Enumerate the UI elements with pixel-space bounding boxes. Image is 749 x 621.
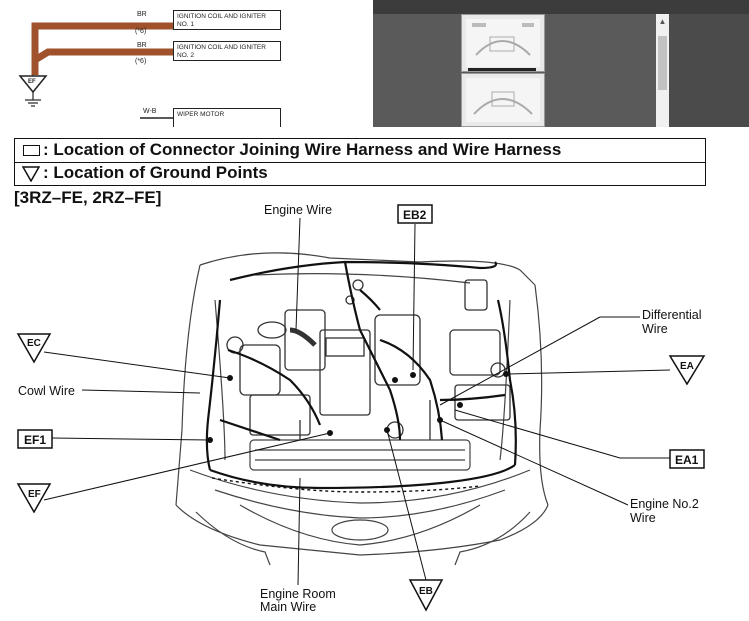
thumbnail-2-preview bbox=[466, 78, 540, 122]
ground-triangle-icon bbox=[22, 166, 40, 182]
connector-dots bbox=[207, 371, 509, 443]
label-differential-wire-line2: Wire bbox=[642, 322, 668, 336]
viewer-right-panel bbox=[669, 14, 749, 127]
wire-note-2: (*6) bbox=[135, 58, 147, 65]
wire-color-3: W-B bbox=[143, 108, 157, 115]
page-viewer-panel: ▲ bbox=[373, 0, 749, 127]
legend-row-connector: : Location of Connector Joining Wire Har… bbox=[15, 139, 705, 163]
ground-point-eb-text: EB bbox=[419, 586, 433, 597]
leader-lines bbox=[43, 217, 671, 586]
wiring-excerpt: EF BR (*6) IGNITION COIL AND IGNITER NO.… bbox=[0, 0, 373, 127]
connector-box-ignition-2: IGNITION COIL AND IGNITER NO. 2 bbox=[173, 41, 281, 61]
main-wire-dashed bbox=[211, 477, 481, 493]
label-engine-room-main-wire-line1: Engine Room bbox=[260, 587, 336, 601]
ground-point-ef-text: EF bbox=[28, 489, 41, 500]
legend-ground-text: : Location of Ground Points bbox=[43, 163, 268, 182]
wire-color-2: BR bbox=[137, 42, 147, 49]
ground-point-ec: EC bbox=[16, 333, 52, 364]
label-engine-wire: Engine Wire bbox=[264, 203, 332, 217]
label-differential-wire-line1: Differential bbox=[642, 308, 702, 322]
page-thumbnail-1[interactable] bbox=[461, 14, 545, 72]
label-engine-no2-wire-line1: Engine No.2 bbox=[630, 497, 699, 511]
connector-tag-ea1: EA1 bbox=[669, 449, 705, 469]
viewer-scrollbar[interactable]: ▲ bbox=[656, 14, 669, 127]
connector-tag-ef1-text: EF1 bbox=[24, 433, 46, 447]
ground-ef-label: EF bbox=[28, 79, 36, 85]
scrollbar-thumb[interactable] bbox=[658, 36, 667, 90]
ground-triangle-icon bbox=[18, 75, 48, 94]
legend-box: : Location of Connector Joining Wire Har… bbox=[14, 138, 706, 186]
connector-tag-eb2-text: EB2 bbox=[403, 208, 427, 222]
connector-tag-ef1: EF1 bbox=[17, 429, 53, 449]
connector-square-icon bbox=[23, 145, 40, 156]
thumbnail-divider bbox=[468, 68, 536, 71]
vehicle-outline bbox=[175, 252, 549, 566]
scroll-up-arrow-icon[interactable]: ▲ bbox=[658, 17, 667, 26]
connector-tag-eb2: EB2 bbox=[397, 204, 433, 224]
engine-model-title: [3RZ–FE, 2RZ–FE] bbox=[14, 188, 162, 207]
ground-point-ef: EF bbox=[16, 483, 52, 514]
viewer-toolbar bbox=[373, 0, 749, 14]
label-engine-no2-wire-line2: Wire bbox=[630, 511, 656, 525]
wire-note-1: (*6) bbox=[135, 28, 147, 35]
legend-row-ground: : Location of Ground Points bbox=[15, 162, 705, 185]
connector-box-wiper-motor: WIPER MOTOR bbox=[173, 108, 281, 127]
ground-point-ea-text: EA bbox=[680, 361, 694, 372]
connector-box-ignition-1: IGNITION COIL AND IGNITER NO. 1 bbox=[173, 10, 281, 30]
ground-point-ec-text: EC bbox=[27, 338, 41, 349]
ground-point-ea: EA bbox=[668, 355, 706, 386]
thumbnail-1-preview bbox=[466, 19, 540, 67]
connector-tag-ea1-text: EA1 bbox=[675, 453, 699, 467]
wiring-lines bbox=[18, 22, 173, 119]
wire-color-1: BR bbox=[137, 11, 147, 18]
label-engine-room-main-wire-line2: Main Wire bbox=[260, 600, 316, 614]
label-cowl-wire: Cowl Wire bbox=[18, 384, 75, 398]
legend-connector-text: : Location of Connector Joining Wire Har… bbox=[43, 140, 562, 159]
ground-point-eb: EB bbox=[408, 579, 444, 612]
page-thumbnail-2[interactable] bbox=[461, 73, 545, 127]
engine-block bbox=[226, 279, 511, 440]
wire-harness-routing bbox=[205, 260, 517, 490]
engine-compartment-diagram: Engine Wire Differential Wire Cowl Wire … bbox=[16, 203, 706, 614]
